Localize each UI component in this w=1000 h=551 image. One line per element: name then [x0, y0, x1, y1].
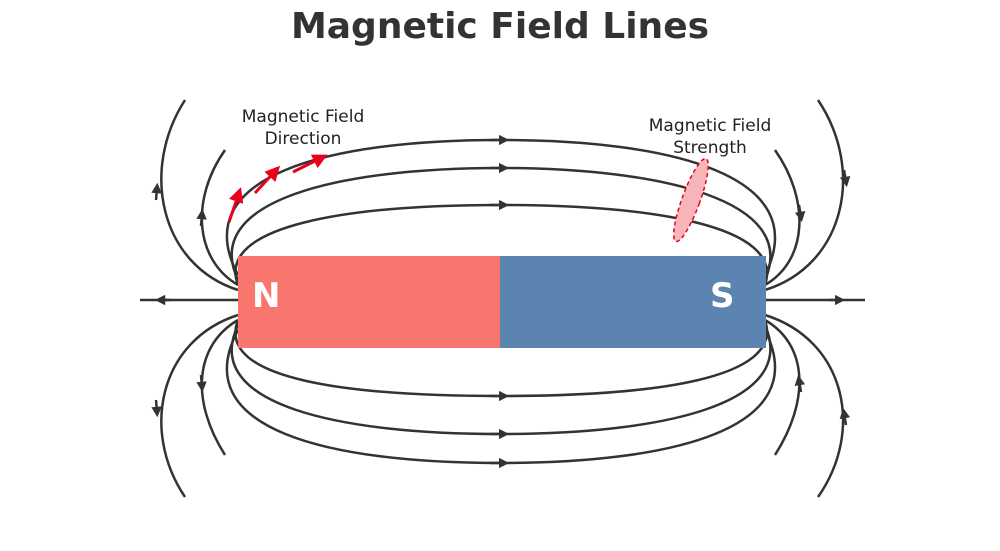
- direction-arrow-1: [227, 187, 244, 223]
- south-pole-label: S: [710, 276, 735, 316]
- diagram-title: Magnetic Field Lines: [290, 6, 710, 47]
- arrow-left-lower-outer: [151, 399, 162, 418]
- field-line-left-lower-outer: [160, 313, 239, 498]
- arrow-right-lower-outer: [839, 407, 851, 426]
- field-line-left-upper-inner: [200, 149, 239, 287]
- direction-arrows: [227, 154, 328, 223]
- direction-arrow-3: [292, 154, 328, 174]
- arrow-left-upper-inner: [196, 208, 207, 227]
- field-line-right-upper-inner: [764, 149, 801, 287]
- field-line-arrowheads: [151, 134, 851, 469]
- arrow-right-upper-outer: [839, 169, 851, 188]
- arrow-right-lower-inner: [794, 374, 806, 393]
- strength-label-line2: Strength: [673, 138, 747, 158]
- field-line-left-upper-outer: [160, 99, 239, 292]
- direction-label-line1: Magnetic Field: [241, 107, 365, 127]
- arrow-right-upper-inner: [794, 204, 806, 223]
- north-pole-label: N: [252, 276, 281, 316]
- south-pole-block: [500, 256, 766, 348]
- arrow-left-upper-outer: [151, 182, 162, 201]
- field-line-right-lower-outer: [764, 313, 845, 498]
- direction-arrow-2: [253, 165, 281, 195]
- direction-label: Magnetic Field Direction: [218, 106, 388, 150]
- strength-highlight: [672, 157, 710, 243]
- field-line-right-upper-outer: [764, 99, 845, 292]
- arrow-left-lower-inner: [196, 374, 207, 393]
- strength-label: Magnetic Field Strength: [625, 115, 795, 159]
- strength-label-line1: Magnetic Field: [648, 116, 772, 136]
- direction-label-line2: Direction: [264, 129, 342, 149]
- north-pole-block: [238, 256, 500, 348]
